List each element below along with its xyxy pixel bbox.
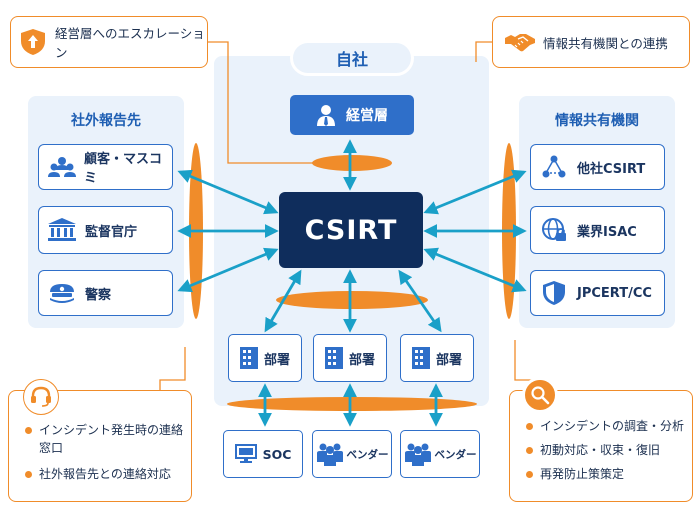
- manager-icon: [316, 104, 336, 126]
- contact-item: インシデント発生時の連絡窓口: [23, 421, 189, 457]
- analysis-item: 初動対応・収束・復旧: [524, 441, 690, 459]
- external-item-customers-media: 顧客・マスコミ: [38, 144, 173, 190]
- building-icon: [324, 347, 343, 369]
- monitor-icon: [234, 444, 257, 464]
- external-item-label: 顧客・マスコミ: [84, 152, 163, 186]
- management-box: 経営層: [290, 95, 414, 135]
- external-item-police: 警察: [38, 270, 173, 316]
- csirt-box: CSIRT: [279, 192, 423, 268]
- vendor-box-1: ベンダー: [312, 430, 392, 478]
- vendor-box-2: ベンダー: [400, 430, 480, 478]
- headset-icon: [30, 386, 52, 408]
- people-icon: [47, 156, 76, 178]
- analysis-list: インシデントの調査・分析 初動対応・収束・復旧 再発防止策策定: [524, 417, 690, 483]
- vendor-label: ベンダー: [434, 448, 477, 461]
- handshake-icon: [505, 32, 535, 52]
- sharing-item-jpcert: JPCERT/CC: [530, 270, 665, 316]
- company-label: 自社: [290, 40, 414, 76]
- external-report-title: 社外報告先: [71, 113, 141, 129]
- building-icon: [239, 347, 258, 369]
- analysis-callout: インシデントの調査・分析 初動対応・収束・復旧 再発防止策策定: [509, 377, 693, 502]
- department-label: 部署: [348, 352, 375, 368]
- police-cap-icon: [47, 282, 77, 304]
- analysis-item: 再発防止策策定: [524, 465, 690, 483]
- government-building-icon: [47, 218, 77, 242]
- department-label: 部署: [435, 352, 462, 368]
- sharing-item-label: JPCERT/CC: [577, 285, 652, 301]
- group-icon: [404, 442, 432, 466]
- info-sharing-title: 情報共有機関: [555, 113, 639, 129]
- external-item-label: 監督官庁: [85, 224, 138, 240]
- sharing-item-other-csirt: 他社CSIRT: [530, 144, 665, 190]
- contact-window-callout: インシデント発生時の連絡窓口 社外報告先との連絡対応: [8, 379, 192, 502]
- soc-label: SOC: [262, 446, 292, 462]
- sharing-text: 情報共有機関との連携: [543, 35, 668, 51]
- magnifier-icon: [530, 385, 550, 405]
- sharing-item-label: 業界ISAC: [577, 224, 637, 240]
- shield-icon: [539, 281, 569, 305]
- sharing-callout: 情報共有機関との連携: [492, 16, 690, 68]
- contact-window-list: インシデント発生時の連絡窓口 社外報告先との連絡対応: [23, 421, 189, 483]
- sharing-item-label: 他社CSIRT: [577, 161, 646, 177]
- external-item-regulator: 監督官庁: [38, 206, 173, 254]
- globe-lock-icon: [539, 217, 569, 243]
- contact-item: 社外報告先との連絡対応: [23, 465, 189, 483]
- magnifier-badge: [522, 377, 558, 413]
- vendor-label: ベンダー: [346, 448, 389, 461]
- headset-badge: [23, 379, 59, 415]
- department-box-2: 部署: [313, 334, 387, 382]
- external-item-label: 警察: [85, 287, 112, 303]
- up-arrow-shield-icon: [21, 29, 45, 55]
- escalation-callout: 経営層へのエスカレーション: [10, 16, 208, 68]
- management-label: 経営層: [346, 108, 388, 124]
- soc-box: SOC: [223, 430, 303, 478]
- department-box-3: 部署: [400, 334, 474, 382]
- department-box-1: 部署: [228, 334, 302, 382]
- group-icon: [316, 442, 344, 466]
- analysis-item: インシデントの調査・分析: [524, 417, 690, 435]
- sharing-item-industry-isac: 業界ISAC: [530, 206, 665, 254]
- escalation-text: 経営層へのエスカレーション: [55, 26, 205, 60]
- building-icon: [411, 347, 430, 369]
- department-label: 部署: [263, 352, 290, 368]
- network-icon: [539, 155, 569, 179]
